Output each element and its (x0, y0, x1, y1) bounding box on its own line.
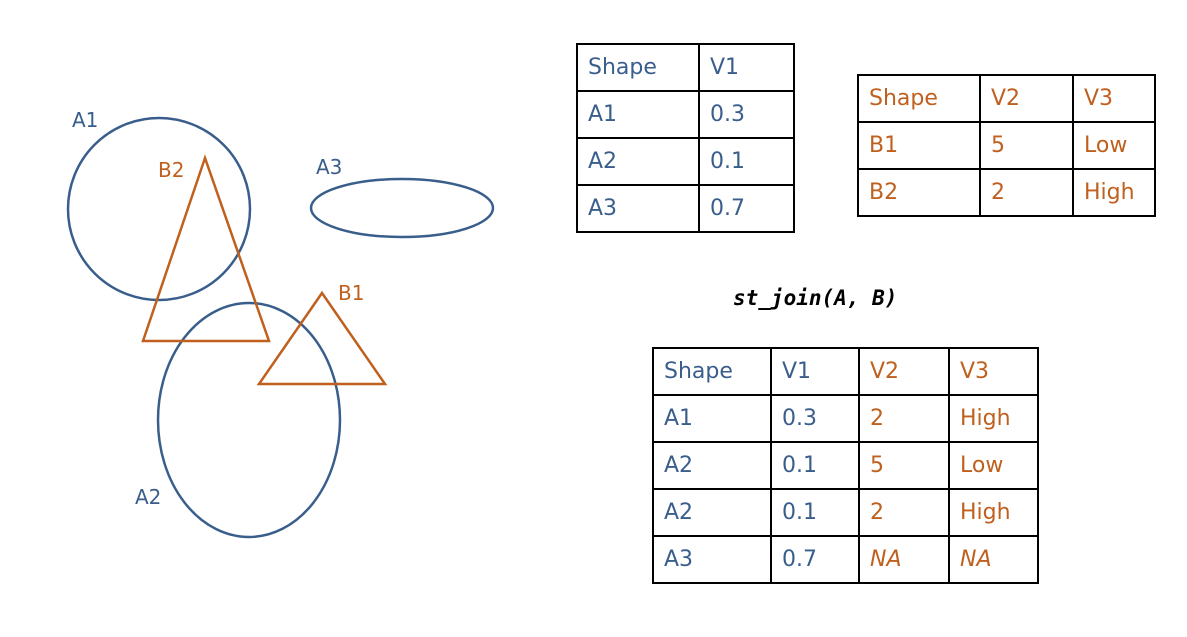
table-join-header-v2: V2 (858, 347, 950, 396)
table-cell: 0.1 (698, 137, 795, 186)
table-join-header-row: Shape V1 V2 V3 (652, 347, 1039, 396)
table-row: A3 0.7 (576, 184, 795, 233)
table-cell: 2 (858, 394, 950, 443)
table-cell: A1 (652, 394, 772, 443)
table-cell: 2 (858, 488, 950, 537)
table-cell: High (948, 394, 1039, 443)
table-cell: 0.3 (698, 90, 795, 139)
table-cell: 0.7 (698, 184, 795, 233)
table-row: A2 0.1 5 Low (652, 441, 1039, 490)
table-b-header-v3: V3 (1072, 74, 1156, 123)
table-cell: A2 (576, 137, 700, 186)
table-cell: 0.1 (770, 488, 860, 537)
table-row: A1 0.3 2 High (652, 394, 1039, 443)
function-label: st_join(A, B) (733, 286, 898, 310)
table-cell: B2 (857, 168, 981, 217)
table-cell: 2 (979, 168, 1074, 217)
table-a-header-v1: V1 (698, 43, 795, 92)
label-b1: B1 (338, 281, 364, 305)
table-join: Shape V1 V2 V3 A1 0.3 2 High A2 0.1 5 Lo… (652, 347, 1039, 584)
table-cell-na: NA (858, 535, 950, 584)
table-cell: High (948, 488, 1039, 537)
table-cell: 0.7 (770, 535, 860, 584)
table-b-header-v2: V2 (979, 74, 1074, 123)
table-join-header-v3: V3 (948, 347, 1039, 396)
table-row: A1 0.3 (576, 90, 795, 139)
table-row: A3 0.7 NA NA (652, 535, 1039, 584)
shape-b2-triangle (141, 154, 271, 343)
table-join-header-v1: V1 (770, 347, 860, 396)
table-cell: 0.1 (770, 441, 860, 490)
shape-b1-triangle (256, 290, 388, 386)
table-cell: Low (948, 441, 1039, 490)
table-row: A2 0.1 2 High (652, 488, 1039, 537)
shape-a1-circle (66, 116, 252, 302)
table-a: Shape V1 A1 0.3 A2 0.1 A3 0.7 (576, 43, 795, 233)
table-cell: 5 (979, 121, 1074, 170)
table-cell-na: NA (948, 535, 1039, 584)
table-a-header-shape: Shape (576, 43, 700, 92)
table-cell: 0.3 (770, 394, 860, 443)
label-a3: A3 (316, 155, 342, 179)
table-b-header-row: Shape V2 V3 (857, 74, 1156, 123)
label-a2: A2 (135, 485, 161, 509)
table-cell: A2 (652, 488, 772, 537)
table-cell: A3 (576, 184, 700, 233)
table-cell: 5 (858, 441, 950, 490)
table-cell: B1 (857, 121, 981, 170)
table-row: A2 0.1 (576, 137, 795, 186)
table-cell: High (1072, 168, 1156, 217)
shape-a3-ellipse (309, 177, 495, 239)
label-b2: B2 (158, 158, 184, 182)
table-join-header-shape: Shape (652, 347, 772, 396)
table-row: B1 5 Low (857, 121, 1156, 170)
table-b-header-shape: Shape (857, 74, 981, 123)
table-cell: Low (1072, 121, 1156, 170)
table-cell: A3 (652, 535, 772, 584)
table-cell: A2 (652, 441, 772, 490)
table-cell: A1 (576, 90, 700, 139)
shape-a2-ellipse (156, 301, 342, 539)
table-row: B2 2 High (857, 168, 1156, 217)
table-b: Shape V2 V3 B1 5 Low B2 2 High (857, 74, 1156, 217)
label-a1: A1 (72, 108, 98, 132)
table-a-header-row: Shape V1 (576, 43, 795, 92)
